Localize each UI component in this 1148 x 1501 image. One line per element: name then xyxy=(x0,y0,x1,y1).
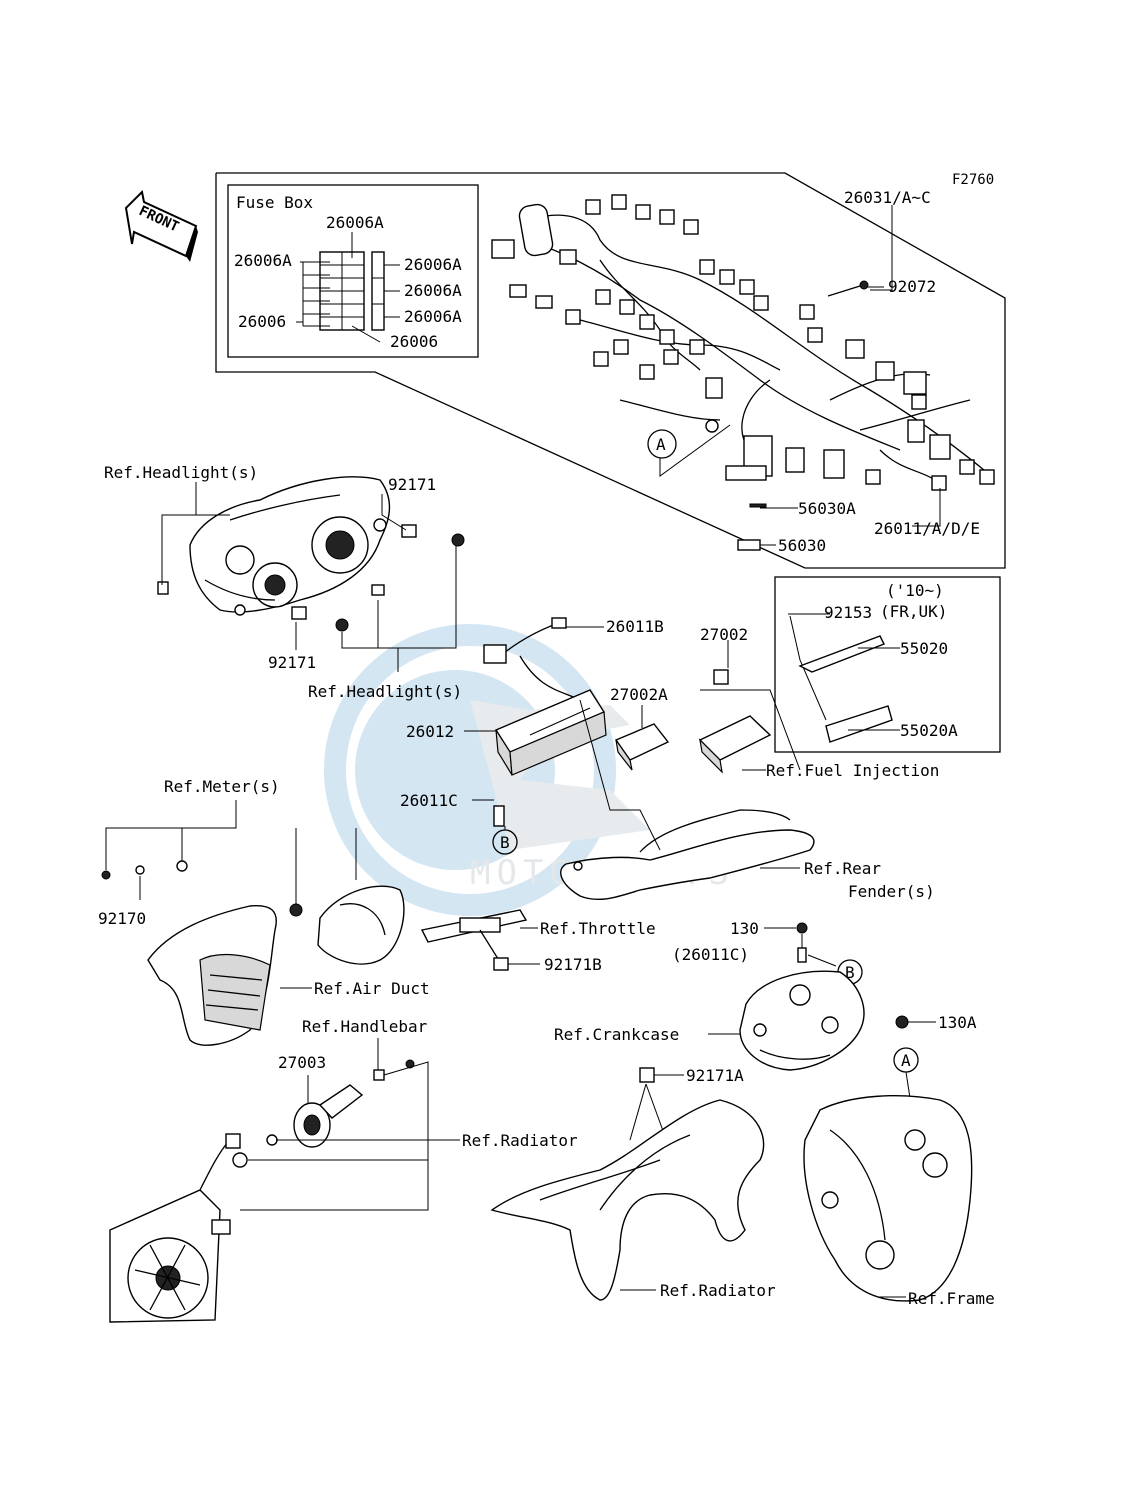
headlight-assembly xyxy=(189,476,391,616)
crankcase-assembly xyxy=(739,970,865,1071)
front-arrow-icon: FRONT xyxy=(124,189,198,262)
radiator-shroud xyxy=(490,1099,765,1301)
label-26011b: 26011B xyxy=(606,617,664,636)
label-26011-ade: 26011/A/D/E xyxy=(874,519,980,538)
figure-code: F2760 xyxy=(952,172,994,188)
label-26031: 26031/A~C xyxy=(844,188,931,207)
grommet-92171-bot xyxy=(291,606,307,620)
frame-assembly xyxy=(803,1095,973,1302)
ref-air-duct: Ref.Air Duct xyxy=(314,979,430,998)
fuse-label-right-2: 26006A xyxy=(404,281,462,300)
main-wiring-harness xyxy=(491,194,995,491)
ref-rear-fender-2: Fender(s) xyxy=(848,882,935,901)
label-26012: 26012 xyxy=(406,722,454,741)
bracket-55020a xyxy=(825,705,893,743)
ecu-26012 xyxy=(494,689,607,776)
label-27002: 27002 xyxy=(700,625,748,644)
ref-throttle: Ref.Throttle xyxy=(540,919,656,938)
module-27002a xyxy=(614,723,670,771)
bracket-headlight-left xyxy=(157,581,169,595)
callout-a-bottom-label: A xyxy=(901,1051,911,1070)
bracket-inset-55020 xyxy=(774,576,1001,753)
meter-assembly xyxy=(317,885,405,965)
ref-meter: Ref.Meter(s) xyxy=(164,777,280,796)
label-92171-bottom: 92171 xyxy=(268,653,316,672)
label-55020: 55020 xyxy=(900,639,948,658)
fuse-label-top: 26006A xyxy=(326,213,384,232)
label-130: 130 xyxy=(730,919,759,938)
air-duct xyxy=(147,904,277,1046)
washer-meter xyxy=(176,860,188,872)
label-55020a: 55020A xyxy=(900,721,958,740)
label-56030: 56030 xyxy=(778,536,826,555)
bolt-130a xyxy=(895,1015,909,1029)
connector-26011b xyxy=(483,644,507,664)
grommet-92171-top xyxy=(401,524,417,538)
label-92170: 92170 xyxy=(98,909,146,928)
clamp-handlebar xyxy=(373,1069,385,1081)
ref-crankcase: Ref.Crankcase xyxy=(554,1025,679,1044)
ref-radiator-top: Ref.Radiator xyxy=(462,1131,578,1150)
label-10-note: ('10~) xyxy=(886,581,944,600)
ref-radiator-bottom: Ref.Radiator xyxy=(660,1281,776,1300)
label-26011c-paren: (26011C) xyxy=(672,945,749,964)
nut-headlight-bot xyxy=(335,618,349,632)
label-92171a: 92171A xyxy=(686,1066,744,1085)
screw-meter xyxy=(101,870,111,880)
fuse-label-right-3: 26006A xyxy=(404,307,462,326)
grommet-92171a xyxy=(639,1067,655,1083)
grommet-92171b xyxy=(493,957,509,971)
horn-27003 xyxy=(293,1084,364,1148)
fuse-box-title: Fuse Box xyxy=(236,193,313,212)
fuse-block xyxy=(296,232,400,343)
clamp-56030a xyxy=(749,503,767,508)
relay-27002 xyxy=(713,669,729,685)
label-130a: 130A xyxy=(938,1013,977,1032)
label-92171-top: 92171 xyxy=(388,475,436,494)
bolt-130 xyxy=(796,922,808,934)
label-26011c: 26011C xyxy=(400,791,458,810)
bushing-92170 xyxy=(135,865,145,875)
ref-fuel-injection: Ref.Fuel Injection xyxy=(766,761,939,780)
callout-b-right-label: B xyxy=(845,963,855,982)
label-27002a: 27002A xyxy=(610,685,668,704)
rear-fender xyxy=(560,809,815,900)
pad-56030 xyxy=(737,539,761,551)
callout-a-top xyxy=(647,429,677,459)
sensor-26011c-crank xyxy=(797,947,807,963)
sensor-26011c xyxy=(493,805,505,827)
fuse-label-right-1: 26006A xyxy=(404,255,462,274)
throttle-sensor-harness xyxy=(420,909,528,963)
callout-a-top-label: A xyxy=(656,435,666,454)
ref-handlebar: Ref.Handlebar xyxy=(302,1017,428,1036)
nut-headlight-top xyxy=(451,533,465,547)
label-56030a: 56030A xyxy=(798,499,856,518)
ref-rear-fender-1: Ref.Rear xyxy=(804,859,881,878)
ref-headlight-top: Ref.Headlight(s) xyxy=(104,463,258,482)
fuse-label-bottom: 26006 xyxy=(390,332,438,351)
harness-group-outline xyxy=(215,172,1006,569)
damper-meter xyxy=(289,903,303,917)
ref-frame: Ref.Frame xyxy=(908,1289,995,1308)
fuse-label-left-bottom: 26006 xyxy=(238,312,286,331)
label-92171b: 92171B xyxy=(544,955,602,974)
label-92072: 92072 xyxy=(888,277,936,296)
label-27003: 27003 xyxy=(278,1053,326,1072)
callout-b-left-label: B xyxy=(500,833,510,852)
module-fuel-injection xyxy=(698,715,772,774)
label-92153: 92153 xyxy=(824,603,872,622)
fuse-label-left: 26006A xyxy=(234,251,292,270)
radiator-assembly xyxy=(109,1133,241,1323)
bracket-55020 xyxy=(798,635,885,673)
ref-headlight-bottom: Ref.Headlight(s) xyxy=(308,682,462,701)
label-region: (FR,UK) xyxy=(880,602,947,621)
fuse-box-inset xyxy=(227,184,479,358)
clip-92072 xyxy=(859,280,869,290)
